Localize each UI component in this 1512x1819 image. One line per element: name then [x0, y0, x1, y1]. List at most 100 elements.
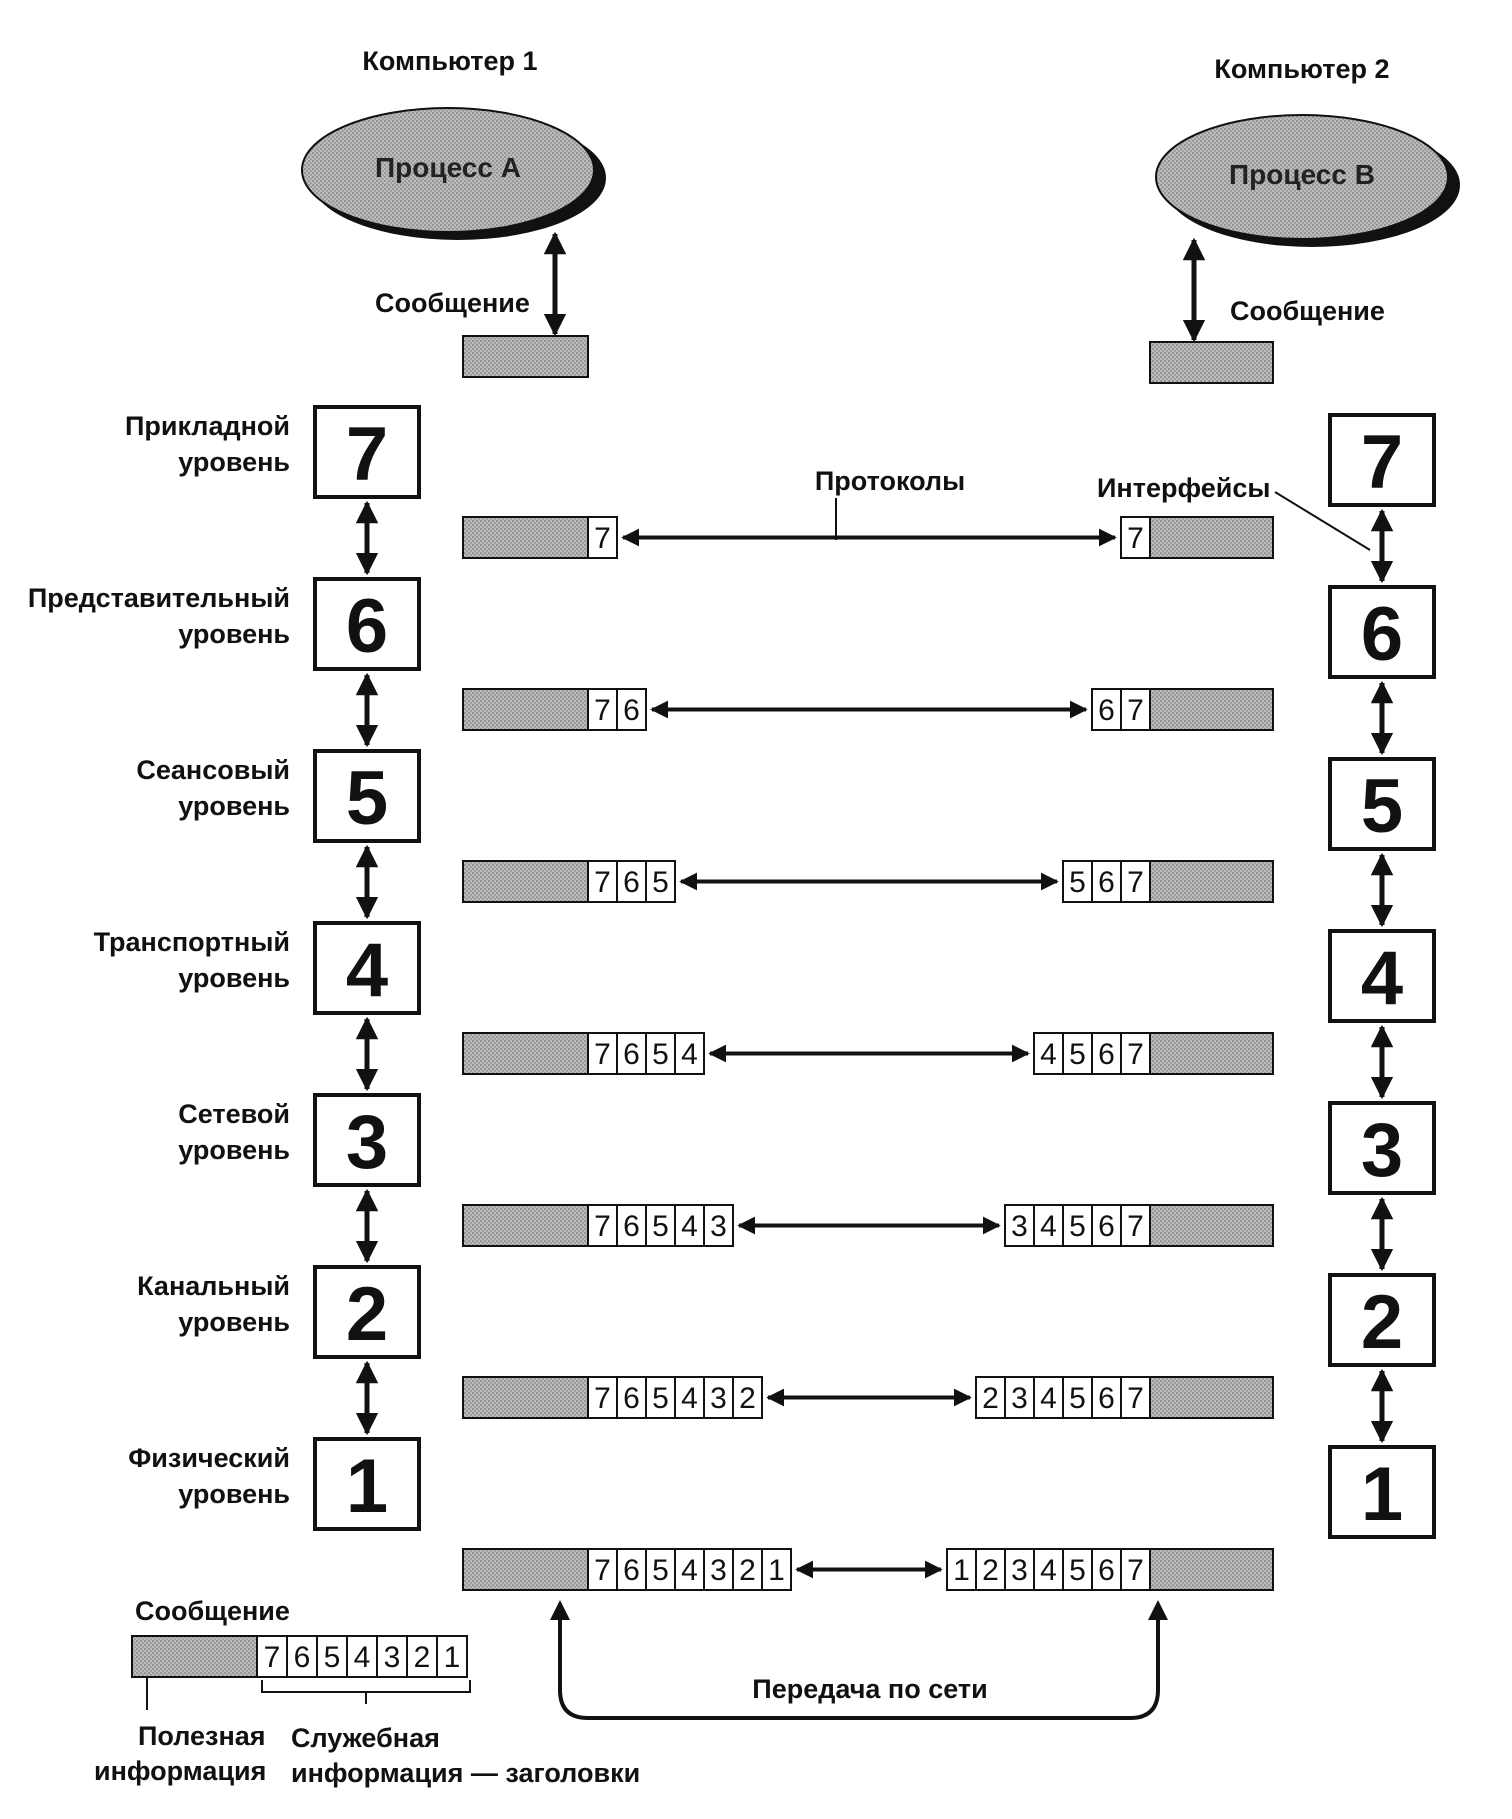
layer-number-left-4: 4 [346, 928, 388, 1013]
header-label-right-7: 7 [1127, 1554, 1144, 1587]
layer-name-left-1: Физический [128, 1443, 290, 1473]
layer-number-right-7: 7 [1361, 420, 1403, 505]
header-label-left-7: 7 [594, 522, 611, 555]
header-label-right-7: 7 [1127, 866, 1144, 899]
legend-header-label-6: 6 [294, 1641, 311, 1674]
network-arrowhead-right [1148, 1600, 1168, 1620]
header-cell-left-7 [587, 1032, 618, 1075]
layer-box-right-5 [1328, 757, 1436, 851]
header-label-right-5: 5 [1069, 1554, 1086, 1587]
payload-block-left [462, 1204, 589, 1247]
payload-block-left [462, 1032, 589, 1075]
payload-block-right [1149, 516, 1274, 559]
legend-header-label-2: 2 [414, 1641, 431, 1674]
legend-payload-line1: Полезная [138, 1721, 266, 1751]
layer-box-right-3 [1328, 1101, 1436, 1195]
layer-box-left-1 [313, 1437, 421, 1531]
header-cell-left-5 [645, 860, 676, 903]
payload-block-right [1149, 860, 1274, 903]
layer-name-left-6: Представительный [28, 583, 290, 613]
process-b-ellipse [1155, 114, 1449, 240]
header-label-left-7: 7 [594, 866, 611, 899]
header-cell-right-7 [1120, 1032, 1151, 1075]
header-label-left-2: 2 [739, 1382, 756, 1415]
layer-number-right-2: 2 [1361, 1280, 1403, 1365]
message-label-b: Сообщение [1230, 296, 1385, 326]
payload-block-right [1149, 1032, 1274, 1075]
process-a-ellipse [301, 107, 595, 233]
header-cell-left-6 [616, 860, 647, 903]
header-label-right-4: 4 [1040, 1554, 1057, 1587]
interfaces-label: Интерфейсы [1097, 473, 1270, 503]
header-label-left-4: 4 [681, 1382, 698, 1415]
payload-block-left [462, 688, 589, 731]
header-cell-right-3 [1004, 1204, 1035, 1247]
legend-title: Сообщение [135, 1596, 290, 1626]
header-label-left-3: 3 [710, 1554, 727, 1587]
legend-header-label-3: 3 [384, 1641, 401, 1674]
header-label-left-6: 6 [623, 1038, 640, 1071]
header-label-left-5: 5 [652, 1554, 669, 1587]
legend-service-line2: информация — заголовки [291, 1758, 640, 1788]
legend-header-cell-5 [316, 1635, 348, 1678]
header-cell-right-5 [1062, 1032, 1093, 1075]
header-label-right-4: 4 [1040, 1382, 1057, 1415]
header-label-right-7: 7 [1127, 694, 1144, 727]
header-label-right-7: 7 [1127, 1210, 1144, 1243]
header-cell-right-3 [1004, 1548, 1035, 1591]
header-label-right-5: 5 [1069, 866, 1086, 899]
layer-number-right-4: 4 [1361, 936, 1403, 1021]
layer-box-left-2 [313, 1265, 421, 1359]
legend-header-cell-1 [436, 1635, 468, 1678]
payload-block-left [462, 1376, 589, 1419]
header-label-left-7: 7 [594, 1210, 611, 1243]
header-cell-right-5 [1062, 1204, 1093, 1247]
header-cell-right-5 [1062, 1548, 1093, 1591]
layer-box-left-6 [313, 577, 421, 671]
header-label-right-2: 2 [982, 1382, 999, 1415]
header-cell-left-2 [732, 1548, 763, 1591]
header-label-left-4: 4 [681, 1554, 698, 1587]
interfaces-pointer [1274, 491, 1371, 551]
legend-payload-line2: информация [94, 1756, 266, 1786]
header-label-left-6: 6 [623, 1554, 640, 1587]
layer-box-left-4 [313, 921, 421, 1015]
header-cell-right-3 [1004, 1376, 1035, 1419]
header-cell-right-7 [1120, 516, 1151, 559]
header-cell-left-3 [703, 1204, 734, 1247]
header-label-right-5: 5 [1069, 1038, 1086, 1071]
layer-number-left-5: 5 [346, 756, 388, 841]
header-label-left-4: 4 [681, 1038, 698, 1071]
header-cell-left-2 [732, 1376, 763, 1419]
header-cell-right-5 [1062, 860, 1093, 903]
layer-name-left-2: Канальный [137, 1271, 290, 1301]
header-cell-right-7 [1120, 1548, 1151, 1591]
layer-name2-left-4: уровень [178, 963, 290, 993]
network-transfer-bracket [558, 1608, 1160, 1720]
computer1-layer-stack: 7Прикладнойуровень6Представительныйурове… [28, 405, 421, 1531]
header-cell-left-4 [674, 1032, 705, 1075]
header-label-left-6: 6 [623, 1210, 640, 1243]
layer-number-left-6: 6 [346, 584, 388, 669]
header-label-right-6: 6 [1098, 1038, 1115, 1071]
header-cell-left-5 [645, 1204, 676, 1247]
layer-number-left-2: 2 [346, 1272, 388, 1357]
network-transfer-label: Передача по сети [752, 1674, 987, 1704]
payload-block-right [1149, 1548, 1274, 1591]
layer-name2-left-2: уровень [178, 1307, 290, 1337]
header-label-left-5: 5 [652, 866, 669, 899]
header-cell-right-6 [1091, 1032, 1122, 1075]
header-label-left-4: 4 [681, 1210, 698, 1243]
legend-header-label-1: 1 [444, 1641, 461, 1674]
legend-header-label-4: 4 [354, 1641, 371, 1674]
layer-number-right-5: 5 [1361, 764, 1403, 849]
header-label-right-5: 5 [1069, 1210, 1086, 1243]
header-label-right-7: 7 [1127, 1382, 1144, 1415]
process-a-label: Процесс А [375, 152, 521, 183]
